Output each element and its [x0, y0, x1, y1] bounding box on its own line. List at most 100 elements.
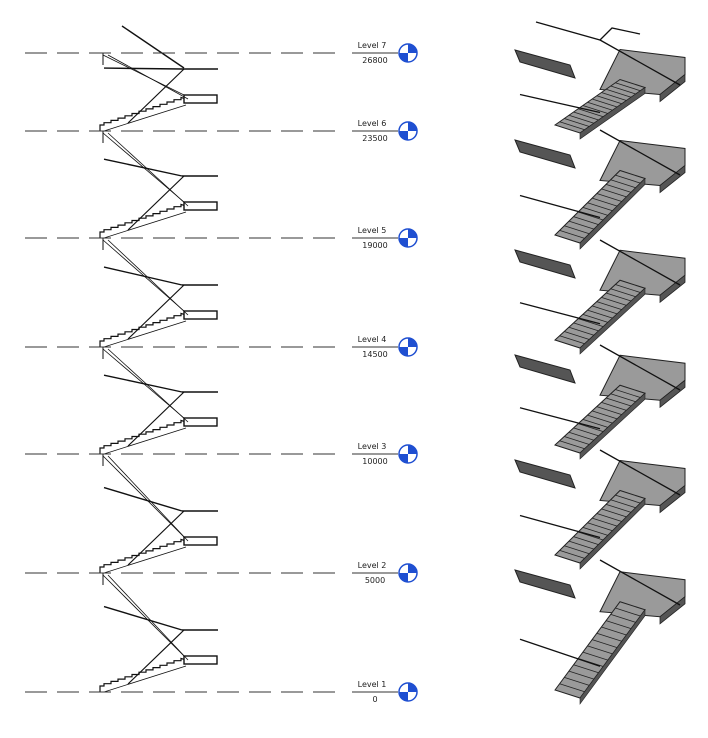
- stair-flight-section: [99, 573, 218, 693]
- stair-treads: [99, 419, 187, 454]
- tread-line: [610, 393, 636, 403]
- tread-line: [564, 331, 590, 340]
- marker-quadrant: [408, 445, 417, 454]
- landing-slab: [183, 417, 218, 427]
- level-name: Level 1: [358, 680, 387, 689]
- stair-soffit: [103, 665, 187, 693]
- landing-edge: [659, 484, 686, 514]
- stair-3d-floor: [514, 129, 686, 250]
- stair-soffit: [103, 104, 187, 132]
- level-name: Level 6: [358, 119, 387, 128]
- railing-3d: [519, 638, 601, 667]
- tread-line: [596, 406, 622, 415]
- side-flight-3d: [514, 49, 576, 79]
- tread-line: [592, 305, 618, 315]
- tread-line: [564, 677, 590, 686]
- railing-line: [127, 284, 185, 340]
- stair-3d-floor: [514, 559, 686, 705]
- stair-flight-section: [99, 454, 218, 574]
- stair-3d-floor: [514, 449, 686, 570]
- tread-line: [559, 121, 585, 131]
- marker-quadrant: [399, 131, 408, 140]
- tread-line: [573, 216, 599, 225]
- tread-line: [582, 314, 608, 323]
- railing-line: [103, 605, 183, 631]
- stair-section-view: [99, 25, 218, 693]
- marker-quadrant: [408, 338, 417, 347]
- level-marker-icon: [398, 337, 418, 357]
- tread-line: [564, 225, 590, 235]
- level-name: Level 4: [358, 335, 387, 344]
- tread-line: [615, 494, 641, 504]
- level-marker-icon: [398, 682, 418, 702]
- stair-flight-section: [99, 131, 218, 239]
- flight-stringer: [579, 497, 646, 570]
- flight-stringer: [579, 177, 646, 250]
- railing-line: [103, 374, 183, 393]
- marker-quadrant: [408, 44, 417, 53]
- railing-3d: [599, 344, 681, 391]
- landing-slab: [183, 310, 218, 320]
- level-elevation: 19000: [362, 241, 387, 250]
- railing-3d: [599, 39, 681, 86]
- stair-treads: [99, 312, 187, 347]
- level-marker-icon: [398, 43, 418, 63]
- marker-quadrant: [399, 573, 408, 582]
- tread-line: [587, 645, 613, 655]
- tread-line: [596, 632, 622, 642]
- upper-flight-line: [107, 455, 189, 542]
- level-marker-icon: [398, 228, 418, 248]
- tread-line: [615, 174, 641, 184]
- railing-line: [127, 629, 185, 685]
- stair-flight-section: [99, 347, 218, 455]
- railing-3d: [599, 239, 681, 286]
- tread-line: [587, 101, 613, 111]
- level-elevation: 5000: [365, 576, 385, 585]
- marker-quadrant: [399, 53, 408, 62]
- tread-line: [610, 499, 636, 509]
- stair-flight-section: [99, 53, 218, 132]
- tread-line: [568, 431, 595, 441]
- stair-treads: [99, 96, 187, 131]
- tread-line: [601, 188, 627, 198]
- tread-line: [573, 322, 599, 332]
- marker-quadrant: [399, 454, 408, 463]
- tread-line: [605, 292, 632, 302]
- railing-line: [127, 68, 185, 124]
- level-elevation: 0: [372, 695, 377, 704]
- railing-line: [103, 67, 183, 70]
- railing-3d: [519, 194, 601, 219]
- tread-line: [587, 522, 613, 532]
- tread-line: [601, 401, 627, 411]
- tread-line: [564, 436, 590, 445]
- landing-slab: [183, 201, 218, 211]
- tread-line: [578, 108, 604, 118]
- tread-line: [596, 193, 622, 202]
- tread-line: [559, 440, 585, 450]
- upper-flight-line: [107, 54, 189, 100]
- landing-edge: [659, 164, 686, 194]
- tread-line: [582, 419, 608, 428]
- tread-line: [596, 301, 622, 310]
- marker-quadrant: [408, 564, 417, 573]
- upper-flight-line: [107, 348, 189, 423]
- tread-line: [615, 82, 641, 92]
- level-name: Level 5: [358, 226, 387, 235]
- landing-slab: [183, 94, 218, 104]
- tread-line: [592, 197, 618, 207]
- tread-line: [564, 118, 590, 127]
- tread-line: [592, 517, 618, 527]
- tread-line: [568, 114, 595, 124]
- level-marker-icon: [398, 444, 418, 464]
- tread-line: [601, 626, 627, 636]
- stair-3d-floor: [514, 344, 686, 460]
- stair-treads: [99, 203, 187, 238]
- tread-line: [559, 230, 585, 239]
- tread-line: [601, 508, 627, 518]
- railing-3d: [519, 302, 601, 325]
